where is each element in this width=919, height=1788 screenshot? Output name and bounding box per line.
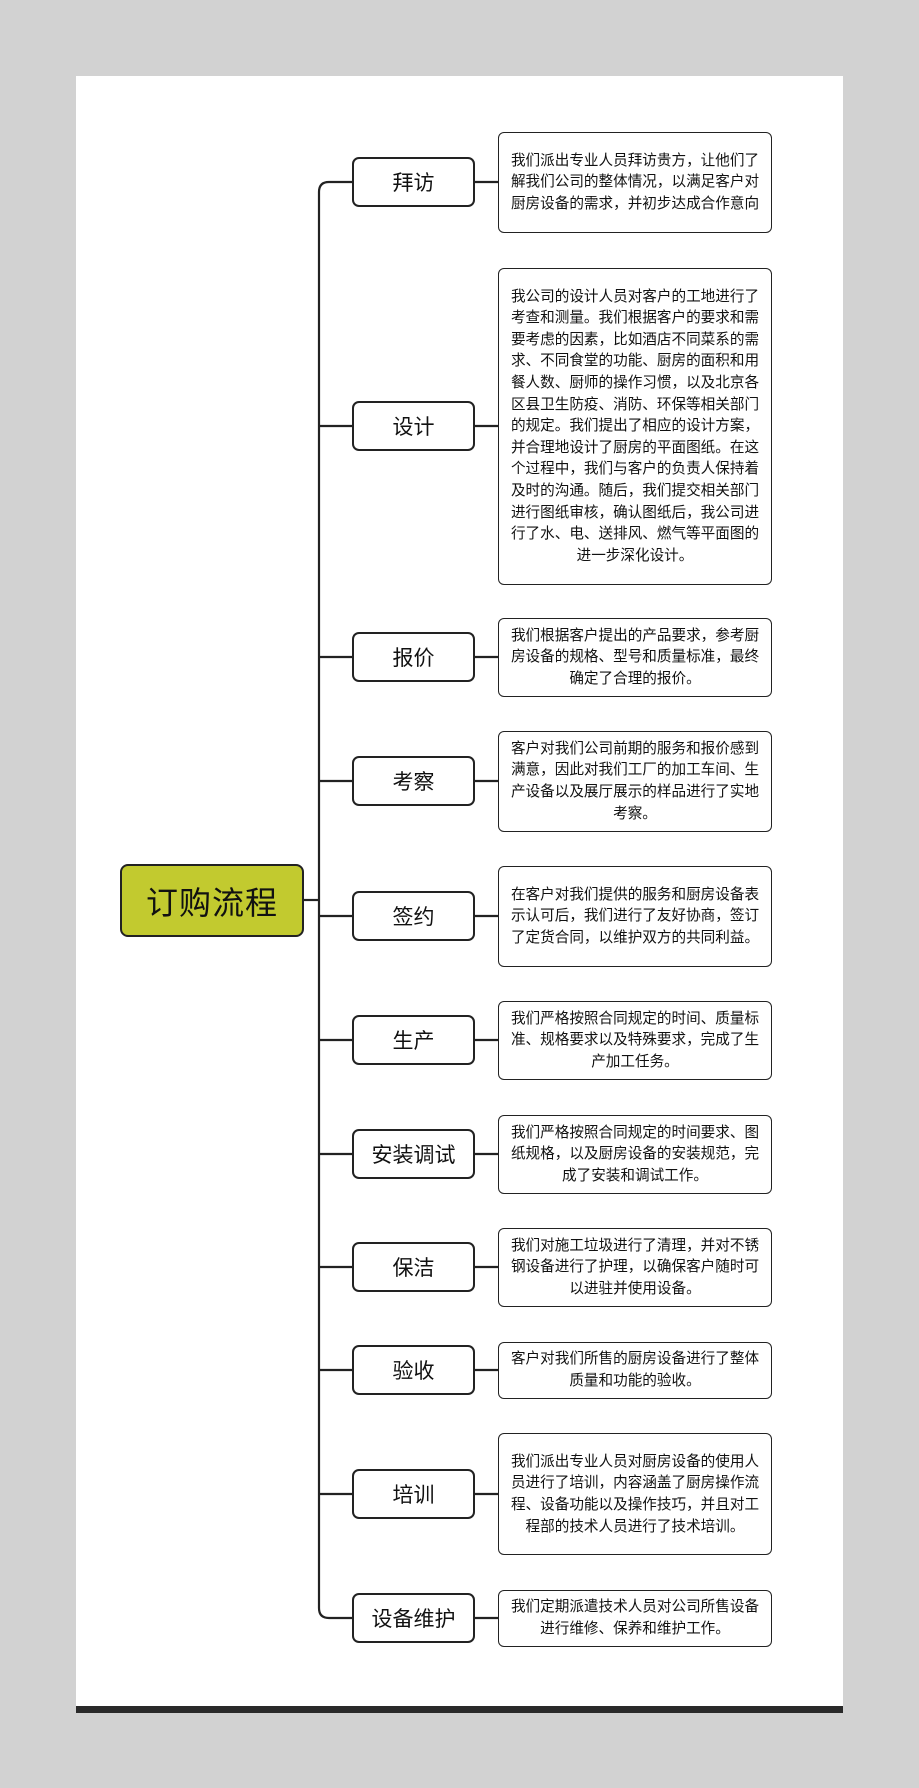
spine-connector bbox=[317, 180, 330, 1620]
step-topic-4[interactable]: 考察 bbox=[352, 756, 475, 806]
step-desc-1[interactable]: 我们派出专业人员拜访贵方，让他们了解我们公司的整体情况，以满足客户对厨房设备的需… bbox=[498, 131, 772, 233]
step-topic-10[interactable]: 培训 bbox=[352, 1469, 475, 1519]
step-topic-9[interactable]: 验收 bbox=[352, 1345, 475, 1395]
step-desc-8[interactable]: 我们对施工垃圾进行了清理，并对不锈钢设备进行了护理，以确保客户随时可以进驻并使用… bbox=[498, 1227, 772, 1307]
step-topic-3[interactable]: 报价 bbox=[352, 632, 475, 682]
step-topic-2[interactable]: 设计 bbox=[352, 401, 475, 451]
step-desc-7[interactable]: 我们严格按照合同规定的时间要求、图纸规格，以及厨房设备的安装规范，完成了安装和调… bbox=[498, 1114, 772, 1194]
step-desc-9[interactable]: 客户对我们所售的厨房设备进行了整体质量和功能的验收。 bbox=[498, 1341, 772, 1399]
step-desc-11[interactable]: 我们定期派遣技术人员对公司所售设备进行维修、保养和维护工作。 bbox=[498, 1589, 772, 1647]
step-desc-2[interactable]: 我公司的设计人员对客户的工地进行了考查和测量。我们根据客户的要求和需要考虑的因素… bbox=[498, 267, 772, 585]
root-topic[interactable]: 订购流程 bbox=[120, 864, 304, 937]
step-desc-5[interactable]: 在客户对我们提供的服务和厨房设备表示认可后，我们进行了友好协商，签订了定货合同，… bbox=[498, 865, 772, 967]
step-topic-5[interactable]: 签约 bbox=[352, 891, 475, 941]
step-topic-11[interactable]: 设备维护 bbox=[352, 1593, 475, 1643]
step-topic-8[interactable]: 保洁 bbox=[352, 1242, 475, 1292]
step-desc-4[interactable]: 客户对我们公司前期的服务和报价感到满意，因此对我们工厂的加工车间、生产设备以及展… bbox=[498, 730, 772, 832]
step-desc-10[interactable]: 我们派出专业人员对厨房设备的使用人员进行了培训，内容涵盖了厨房操作流程、设备功能… bbox=[498, 1433, 772, 1555]
step-topic-6[interactable]: 生产 bbox=[352, 1015, 475, 1065]
step-topic-1[interactable]: 拜访 bbox=[352, 157, 475, 207]
step-topic-7[interactable]: 安装调试 bbox=[352, 1129, 475, 1179]
mindmap-canvas: 订购流程 拜访 我们派出专业人员拜访贵方，让他们了解我们公司的整体情况，以满足客… bbox=[76, 76, 843, 1713]
step-desc-3[interactable]: 我们根据客户提出的产品要求，参考厨房设备的规格、型号和质量标准，最终确定了合理的… bbox=[498, 617, 772, 697]
connector-lines bbox=[304, 180, 498, 1620]
step-desc-6[interactable]: 我们严格按照合同规定的时间、质量标准、规格要求以及特殊要求，完成了生产加工任务。 bbox=[498, 1000, 772, 1080]
